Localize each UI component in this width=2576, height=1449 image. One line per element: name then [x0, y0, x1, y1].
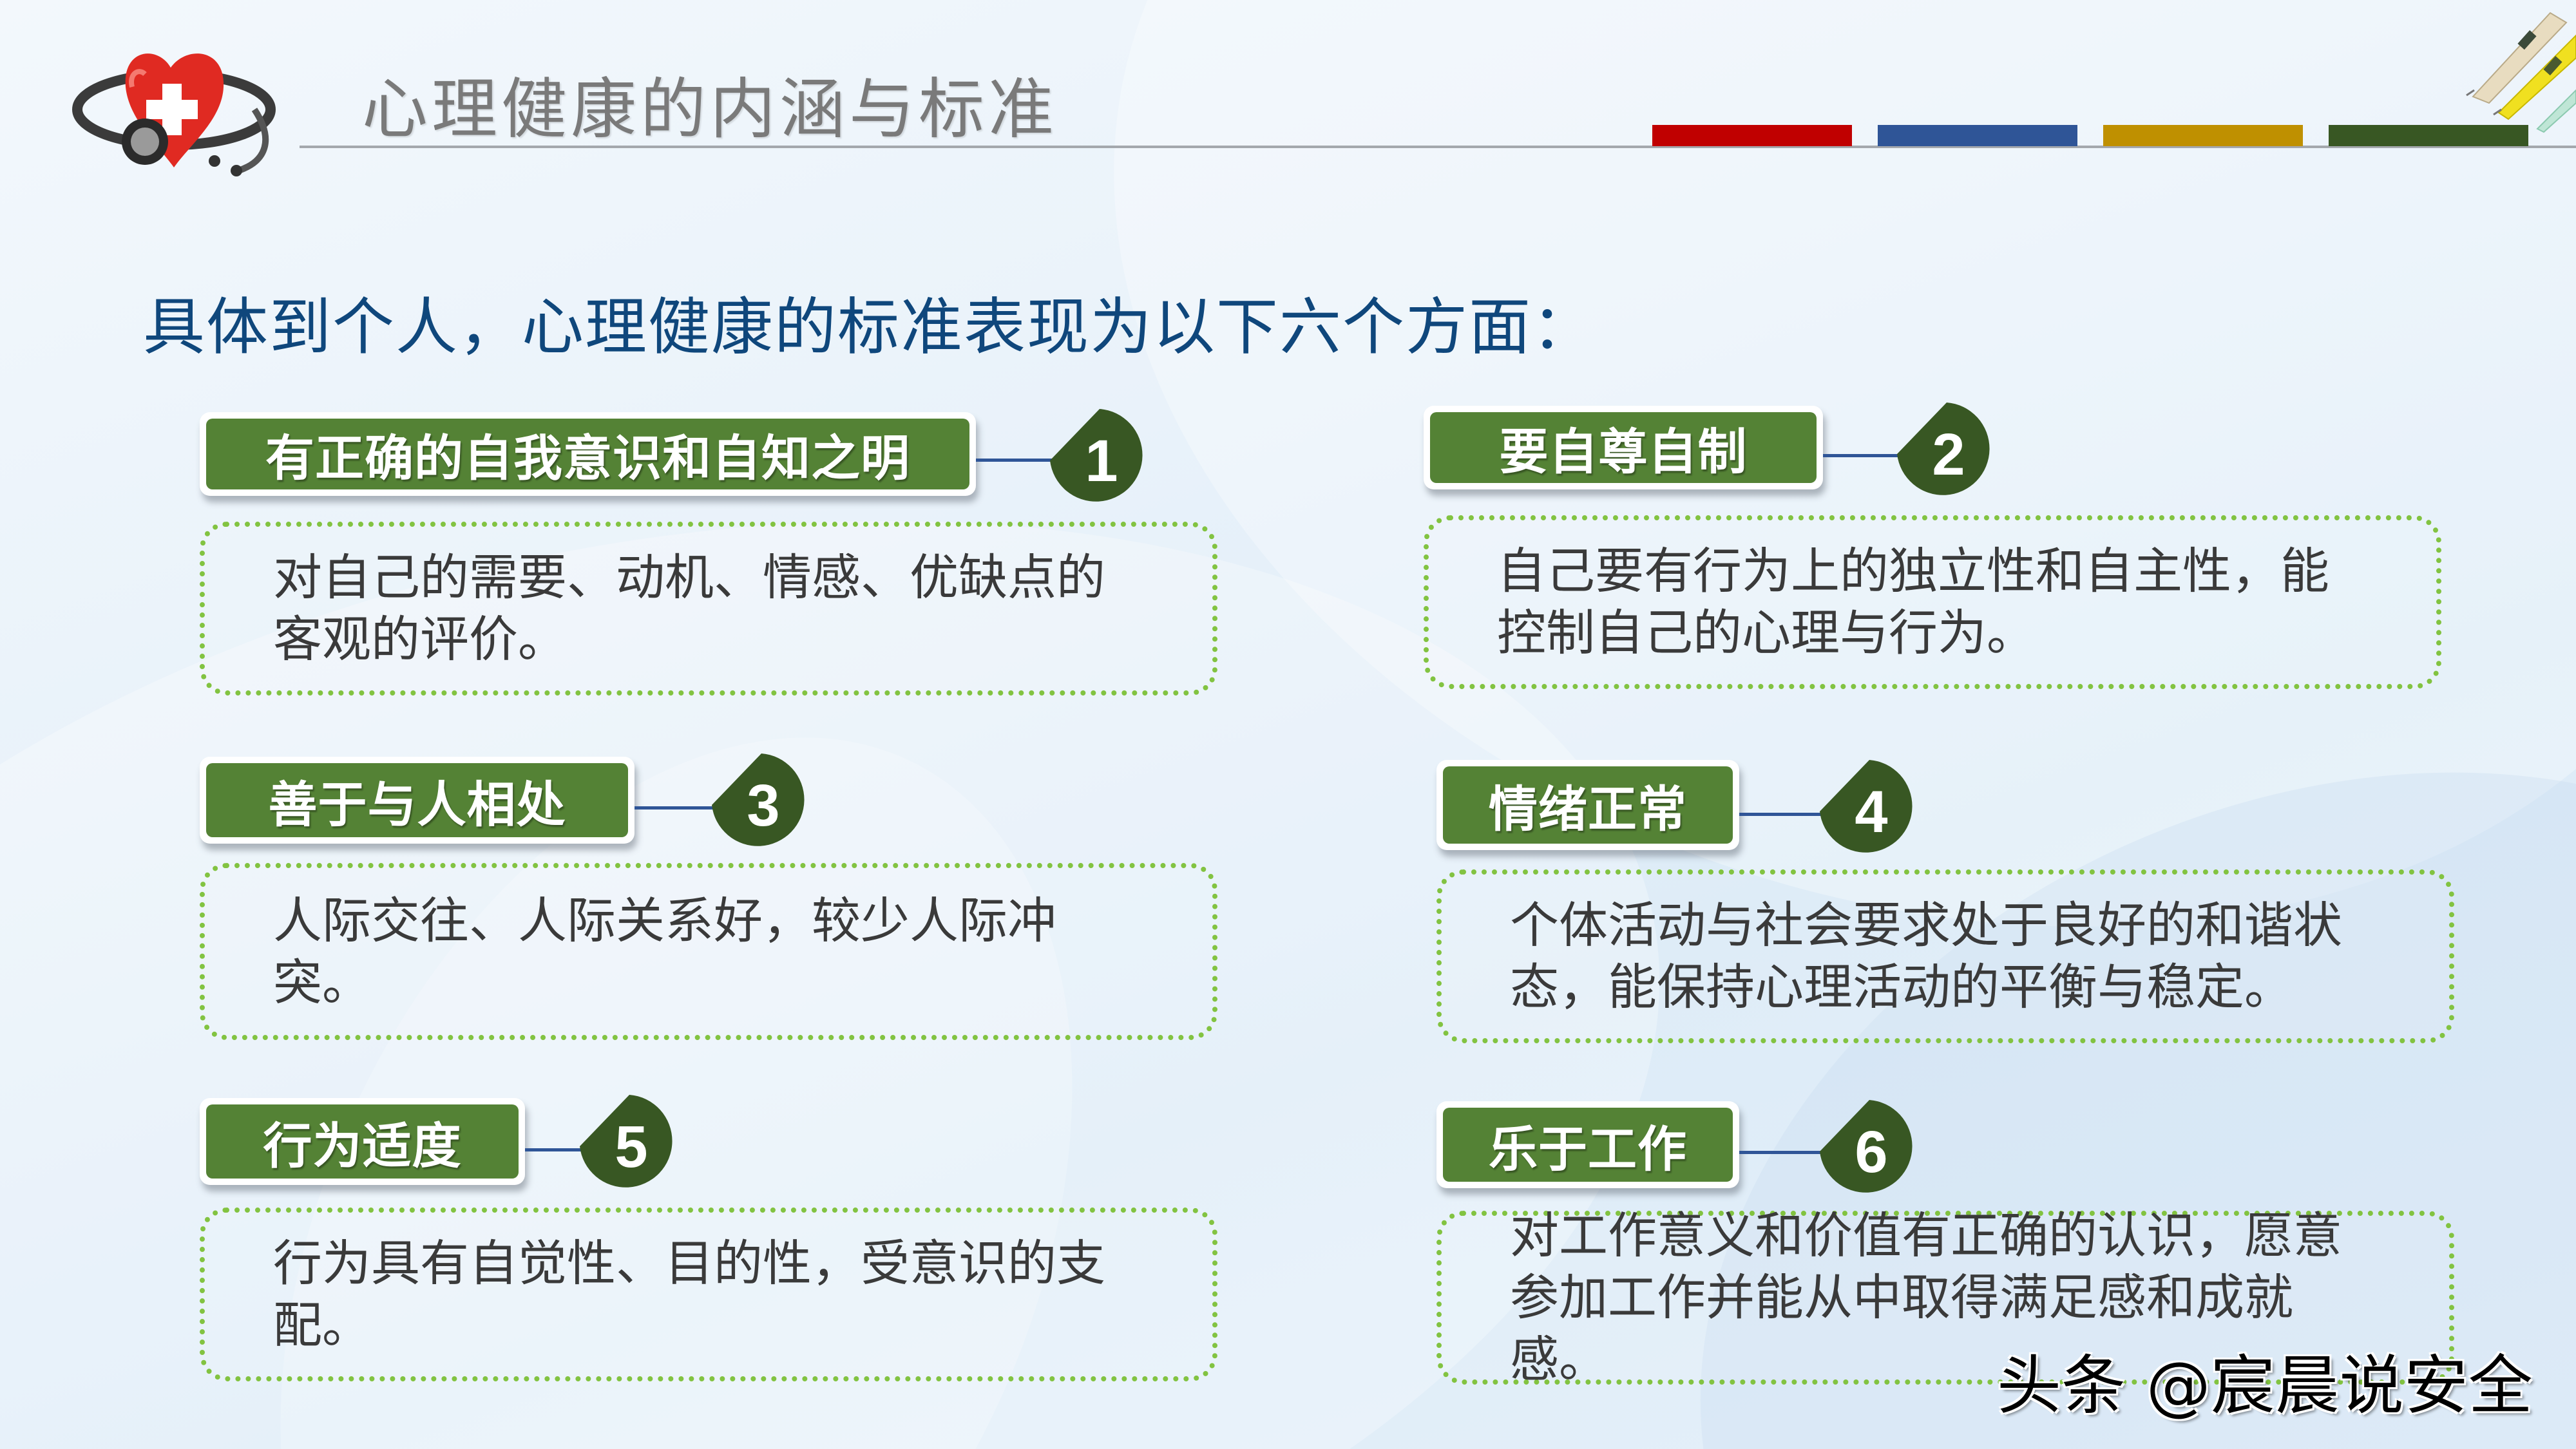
standard-description-box-2: 自己要有行为上的独立性和自主性，能控制自己的心理与行为。 — [1424, 515, 2441, 689]
svg-text:5: 5 — [615, 1114, 647, 1180]
number-badge-5: 5 — [577, 1095, 673, 1191]
standard-label-2: 要自尊自制 — [1424, 406, 1823, 489]
svg-text:2: 2 — [1932, 422, 1965, 488]
thermometers-icon — [2447, 0, 2576, 142]
number-badge-3: 3 — [709, 753, 805, 850]
heart-stethoscope-icon — [61, 48, 306, 177]
section-subtitle: 具体到个人，心理健康的标准表现为以下六个方面： — [143, 291, 1595, 363]
connector-line — [976, 459, 1056, 462]
standard-description: 行为具有自觉性、目的性，受意识的支配。 — [273, 1235, 1105, 1354]
standard-label-text: 有正确的自我意识和自知之明 — [265, 430, 910, 487]
standard-label-text: 善于与人相处 — [268, 775, 566, 833]
svg-text:6: 6 — [1855, 1119, 1887, 1185]
connector-line — [634, 806, 715, 810]
page-title: 心理健康的内涵与标准 — [362, 71, 1058, 148]
standard-label-4: 情绪正常 — [1436, 760, 1739, 850]
standard-label-3: 善于与人相处 — [200, 757, 634, 844]
standard-description: 人际交往、人际关系好，较少人际冲突。 — [273, 891, 1056, 1011]
connector-line — [1739, 813, 1823, 816]
standard-description: 对工作意义和价值有正确的认识，愿意参加工作并能从中取得满足感和成就感。 — [1510, 1207, 2342, 1388]
standard-description: 自己要有行为上的独立性和自主性，能控制自己的心理与行为。 — [1497, 542, 2329, 661]
color-bar-green — [2329, 125, 2528, 146]
standard-label-5: 行为适度 — [200, 1098, 525, 1185]
standard-description-box-3: 人际交往、人际关系好，较少人际冲突。 — [200, 863, 1217, 1040]
standard-label-text: 乐于工作 — [1489, 1120, 1687, 1178]
standard-label-1: 有正确的自我意识和自知之明 — [200, 412, 976, 496]
number-badge-6: 6 — [1817, 1100, 1913, 1197]
svg-text:1: 1 — [1085, 428, 1118, 494]
standard-description-box-6: 对工作意义和价值有正确的认识，愿意参加工作并能从中取得满足感和成就感。 — [1436, 1207, 2454, 1388]
svg-text:4: 4 — [1855, 779, 1887, 845]
color-bar-gold — [2103, 125, 2303, 146]
standard-description-box-1: 对自己的需要、动机、情感、优缺点的客观的评价。 — [200, 522, 1217, 696]
standard-description: 对自己的需要、动机、情感、优缺点的客观的评价。 — [273, 549, 1105, 668]
svg-text:3: 3 — [747, 773, 779, 838]
watermark: 头条 @宸晨说安全 — [1997, 1348, 2533, 1423]
number-badge-1: 1 — [1047, 409, 1143, 506]
connector-line — [525, 1148, 583, 1151]
color-bar-red — [1652, 125, 1852, 146]
standard-description: 个体活动与社会要求处于良好的和谐状态，能保持心理活动的平衡与稳定。 — [1510, 896, 2342, 1016]
standard-label-text: 要自尊自制 — [1499, 423, 1748, 480]
connector-line — [1823, 454, 1900, 457]
standard-label-text: 情绪正常 — [1489, 781, 1687, 838]
standard-label-text: 行为适度 — [263, 1117, 462, 1175]
header-divider — [300, 146, 2576, 148]
standard-description-box-4: 个体活动与社会要求处于良好的和谐状态，能保持心理活动的平衡与稳定。 — [1436, 869, 2454, 1043]
number-badge-2: 2 — [1894, 402, 1990, 499]
connector-line — [1739, 1151, 1823, 1154]
standard-description-box-5: 行为具有自觉性、目的性，受意识的支配。 — [200, 1208, 1217, 1381]
color-bar-blue — [1878, 125, 2077, 146]
number-badge-4: 4 — [1817, 760, 1913, 857]
standard-label-6: 乐于工作 — [1436, 1101, 1739, 1188]
